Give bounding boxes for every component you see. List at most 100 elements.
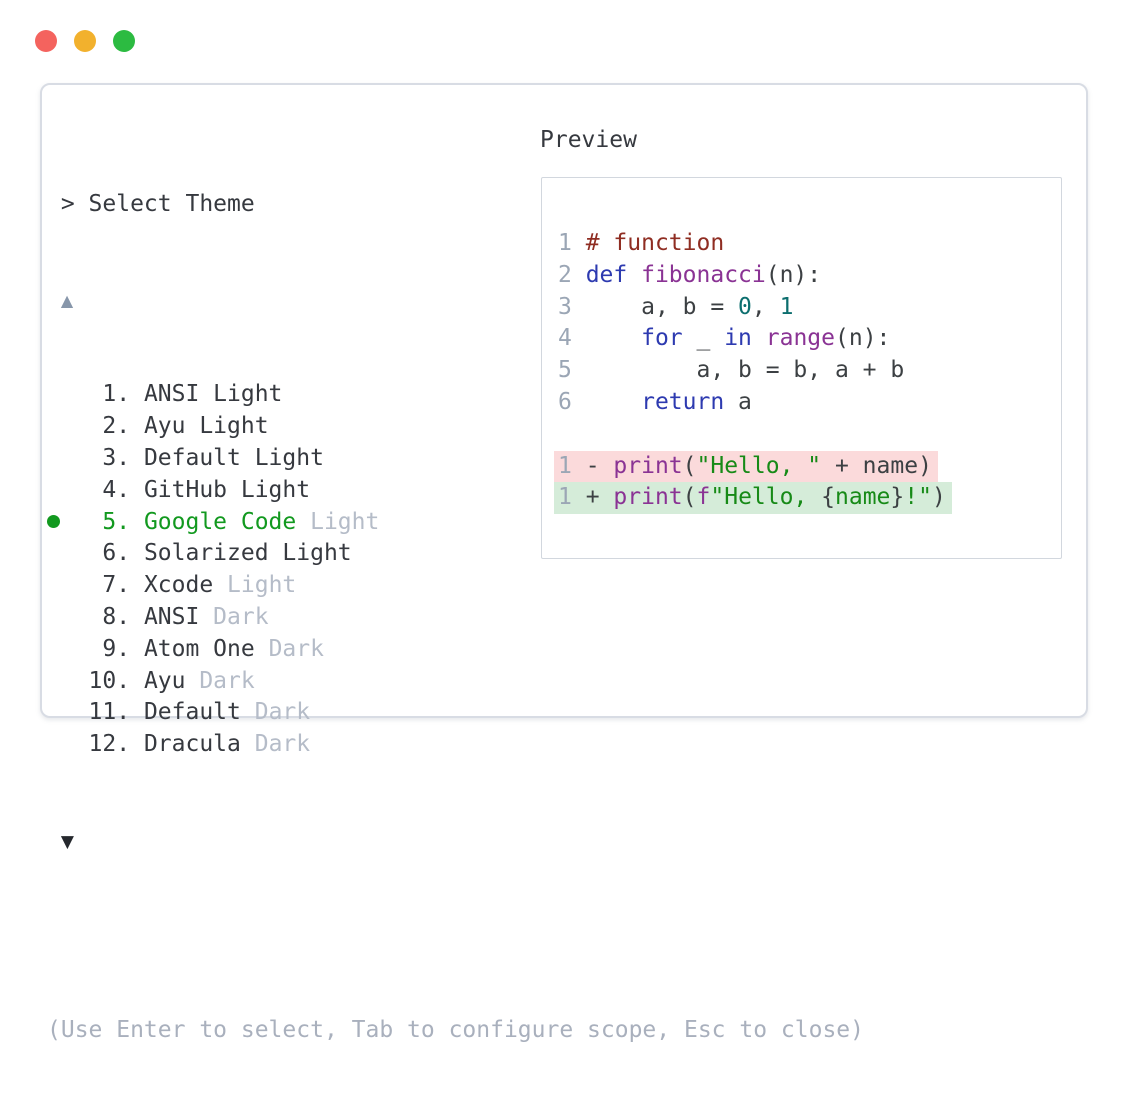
code-token bbox=[586, 325, 641, 351]
line-number: 3 bbox=[558, 293, 586, 320]
code-token: a, b = bbox=[585, 293, 739, 320]
code-token: ( bbox=[682, 452, 697, 479]
item-label: Ayu Light bbox=[143, 413, 269, 440]
item-variant: Dark bbox=[185, 667, 255, 694]
theme-list-item[interactable]: 10. Ayu Dark bbox=[47, 666, 864, 698]
code-token: (n): bbox=[835, 325, 891, 352]
code-token bbox=[586, 389, 641, 415]
scroll-up-row[interactable]: ▲ bbox=[47, 284, 864, 316]
theme-list-item[interactable]: 4. GitHub Light bbox=[47, 475, 864, 507]
theme-list-item[interactable]: 3. Default Light bbox=[47, 443, 864, 475]
item-label: Google Code bbox=[143, 508, 297, 535]
blank-line bbox=[558, 419, 952, 451]
item-number: 6. bbox=[60, 540, 144, 567]
diff-highlight: 1 - print("Hello, " + name) bbox=[554, 450, 938, 483]
item-number: 11. bbox=[60, 699, 144, 726]
item-number: 5. bbox=[60, 508, 144, 535]
item-label: Ayu bbox=[143, 667, 186, 694]
line-number: 1 bbox=[558, 230, 586, 256]
item-number: 7. bbox=[60, 572, 144, 599]
code-token: 1 bbox=[779, 293, 794, 320]
code-token: for bbox=[641, 325, 683, 352]
theme-picker-window: > Select Theme ▲ 1. ANSI Light 2. Ayu Li… bbox=[40, 83, 1088, 1043]
close-button[interactable] bbox=[35, 30, 57, 52]
picker-header-row: > Select Theme bbox=[47, 189, 864, 221]
bullet-slot bbox=[47, 284, 61, 316]
diff-highlight: 1 + print(f"Hello, {name}!") bbox=[554, 482, 952, 515]
code-token: in bbox=[724, 325, 752, 352]
line-number: 4 bbox=[558, 325, 586, 352]
bullet-slot bbox=[47, 411, 61, 443]
line-number: 1 bbox=[558, 452, 586, 479]
bullet-slot bbox=[47, 666, 61, 698]
theme-list-item[interactable]: 12. Dracula Dark bbox=[47, 729, 864, 761]
theme-list-item[interactable]: 6. Solarized Light bbox=[47, 538, 864, 570]
line-number: 5 bbox=[558, 357, 586, 384]
bullet-slot bbox=[47, 570, 61, 602]
item-number: 10. bbox=[60, 667, 144, 694]
code-token: f bbox=[696, 484, 711, 511]
theme-list-item[interactable]: 5. Google Code Light bbox=[47, 507, 864, 539]
item-label: ANSI bbox=[143, 603, 200, 630]
code-token: ( bbox=[682, 484, 697, 511]
code-token: name bbox=[835, 484, 891, 511]
item-label: Xcode bbox=[143, 572, 214, 599]
theme-list-item[interactable]: 9. Atom One Dark bbox=[47, 634, 864, 666]
bullet-slot bbox=[47, 634, 61, 666]
code-token: "Hello, " bbox=[696, 452, 822, 479]
item-label: ANSI Light bbox=[143, 381, 283, 408]
item-label: Default bbox=[143, 699, 241, 726]
theme-list-item[interactable]: 2. Ayu Light bbox=[47, 411, 864, 443]
code-token: (n): bbox=[765, 261, 822, 288]
diff-line-removed: 1 - print("Hello, " + name) bbox=[554, 450, 952, 483]
bullet-slot bbox=[47, 189, 61, 221]
code-token: # function bbox=[585, 230, 725, 256]
item-variant: Light bbox=[296, 508, 380, 535]
code-token: a bbox=[724, 388, 752, 415]
code-token bbox=[752, 325, 766, 351]
item-label: Dracula bbox=[143, 731, 241, 758]
item-number: 3. bbox=[60, 444, 144, 471]
code-token bbox=[627, 262, 641, 288]
bullet-slot bbox=[47, 697, 61, 729]
item-number: 9. bbox=[60, 635, 144, 662]
item-number: 8. bbox=[60, 603, 144, 630]
bullet-slot bbox=[47, 475, 61, 507]
bullet-slot bbox=[47, 602, 61, 634]
item-number: 1. bbox=[60, 381, 144, 408]
code-token: a, b = b, a + b bbox=[585, 357, 905, 384]
code-token: print bbox=[613, 484, 683, 511]
bullet-slot bbox=[47, 379, 61, 411]
code-token: ) bbox=[931, 484, 946, 511]
selected-bullet-icon bbox=[47, 507, 61, 539]
code-line: 6 return a bbox=[558, 387, 952, 419]
scroll-down-row[interactable]: ▼ bbox=[47, 825, 864, 857]
diff-line-added: 1 + print(f"Hello, {name}!") bbox=[554, 482, 952, 515]
line-number: 6 bbox=[558, 388, 586, 415]
theme-list-item[interactable]: 8. ANSI Dark bbox=[47, 602, 864, 634]
minimize-button[interactable] bbox=[74, 30, 96, 52]
zoom-button[interactable] bbox=[113, 30, 135, 52]
preview-title: Preview bbox=[540, 127, 637, 153]
code-token: fibonacci bbox=[641, 261, 766, 288]
spacer-row bbox=[47, 920, 864, 952]
scroll-up-icon[interactable]: ▲ bbox=[60, 290, 74, 310]
item-variant: Dark bbox=[240, 731, 311, 758]
theme-list-item[interactable]: 7. Xcode Light bbox=[47, 570, 864, 602]
item-variant: Dark bbox=[254, 635, 324, 662]
item-variant: Dark bbox=[240, 699, 311, 726]
bullet-slot bbox=[47, 825, 61, 857]
code-token: return bbox=[641, 388, 725, 415]
code-token: print bbox=[613, 452, 683, 479]
bullet-slot bbox=[47, 443, 61, 475]
code-line: 1 # function bbox=[558, 228, 952, 260]
item-variant: Light bbox=[213, 572, 297, 599]
scroll-down-icon[interactable]: ▼ bbox=[60, 831, 74, 852]
theme-list-item[interactable]: 1. ANSI Light bbox=[47, 379, 864, 411]
code-line: 5 a, b = b, a + b bbox=[558, 355, 952, 387]
bullet-slot bbox=[47, 729, 61, 761]
theme-list-item[interactable]: 11. Default Dark bbox=[47, 697, 864, 729]
code-token: def bbox=[585, 261, 628, 288]
code-token: range bbox=[765, 325, 835, 352]
